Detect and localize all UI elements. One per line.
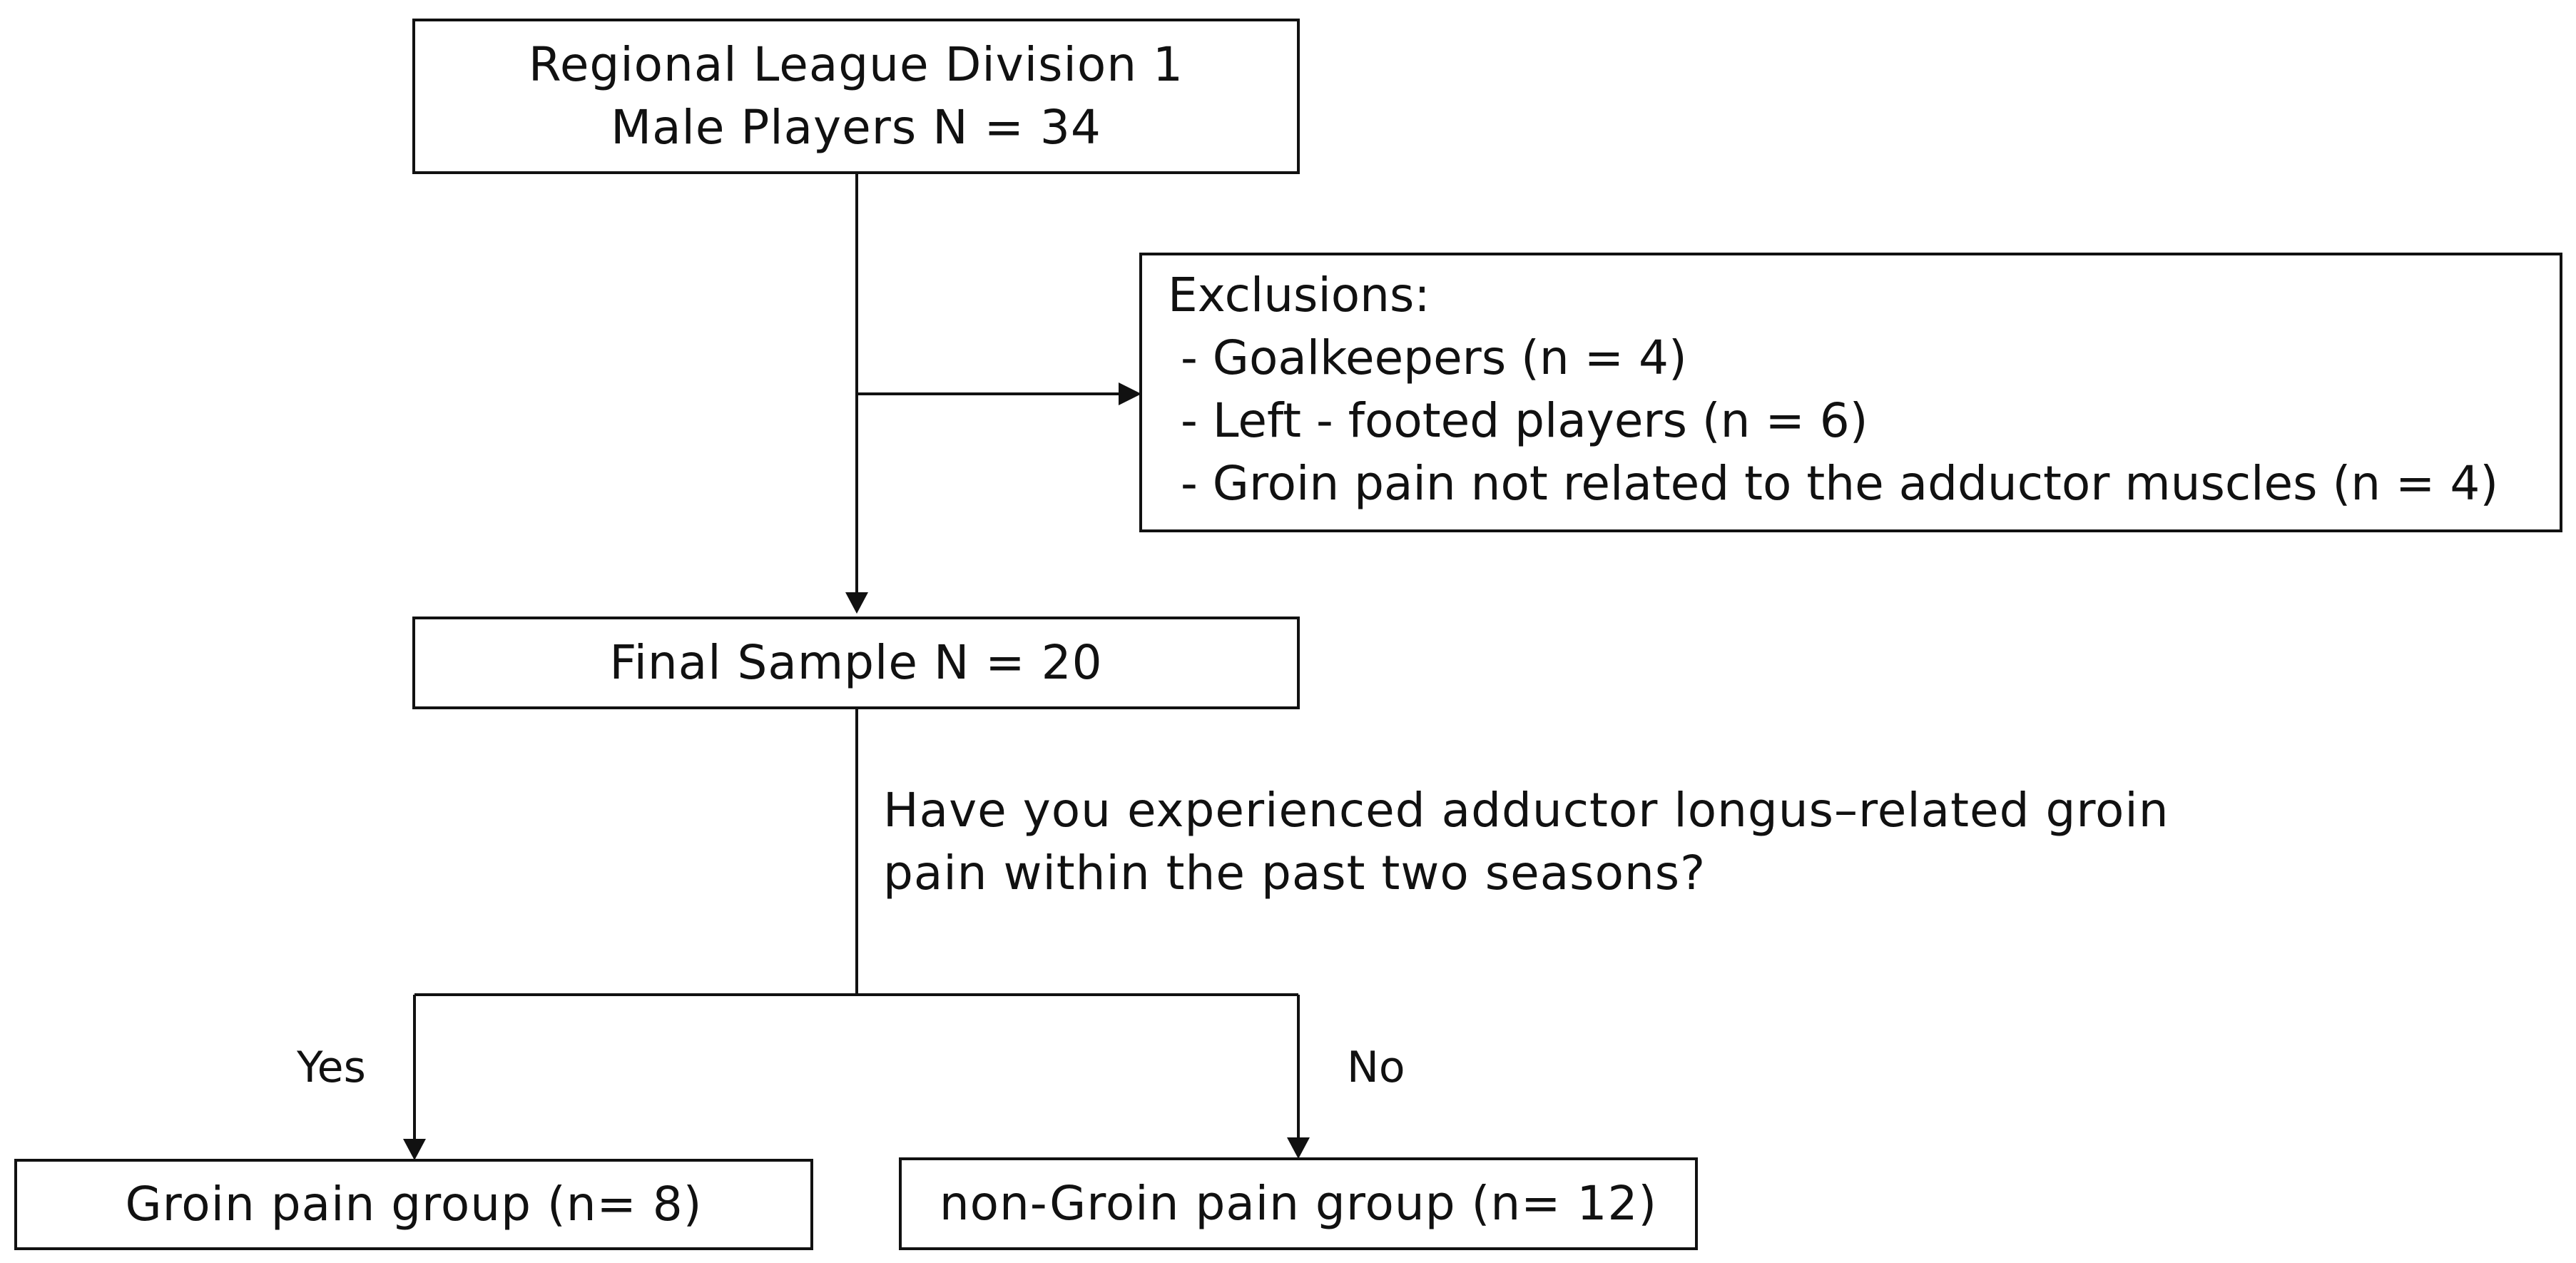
arrow-into-exclusions-box xyxy=(1119,382,1141,405)
branch-label-yes: Yes xyxy=(297,1043,366,1092)
final-sample-label: Final Sample N = 20 xyxy=(609,635,1103,690)
start-box-line-2: Male Players N = 34 xyxy=(611,100,1101,155)
groin-pain-group-box: Groin pain group (n= 8) xyxy=(14,1159,813,1250)
groin-pain-group-label: Groin pain group (n= 8) xyxy=(125,1177,703,1232)
exclusions-heading: Exclusions: xyxy=(1168,268,1430,323)
exclusions-box: Exclusions: - Goalkeepers (n = 4) - Left… xyxy=(1139,253,2562,532)
start-box-line-1: Regional League Division 1 xyxy=(528,37,1184,92)
arrow-into-final-box xyxy=(845,592,868,614)
screening-question-line-1: Have you experienced adductor longus–rel… xyxy=(883,783,2169,838)
branch-label-no: No xyxy=(1347,1043,1405,1092)
exclusion-item-goalkeepers: - Goalkeepers (n = 4) xyxy=(1181,330,1687,385)
final-sample-box: Final Sample N = 20 xyxy=(412,617,1300,709)
arrow-into-non-groin-pain-box xyxy=(1287,1137,1310,1159)
non-groin-pain-group-label: non-Groin pain group (n= 12) xyxy=(939,1176,1658,1231)
start-box: Regional League Division 1 Male Players … xyxy=(412,19,1300,174)
arrow-into-groin-pain-box xyxy=(403,1139,426,1160)
exclusion-item-non-adductor-groin-pain: - Groin pain not related to the adductor… xyxy=(1181,456,2499,511)
screening-question: Have you experienced adductor longus–rel… xyxy=(883,779,2169,905)
screening-question-line-2: pain within the past two seasons? xyxy=(883,846,1706,901)
exclusion-item-left-footed: - Left - footed players (n = 6) xyxy=(1181,393,1868,448)
non-groin-pain-group-box: non-Groin pain group (n= 12) xyxy=(899,1157,1698,1250)
